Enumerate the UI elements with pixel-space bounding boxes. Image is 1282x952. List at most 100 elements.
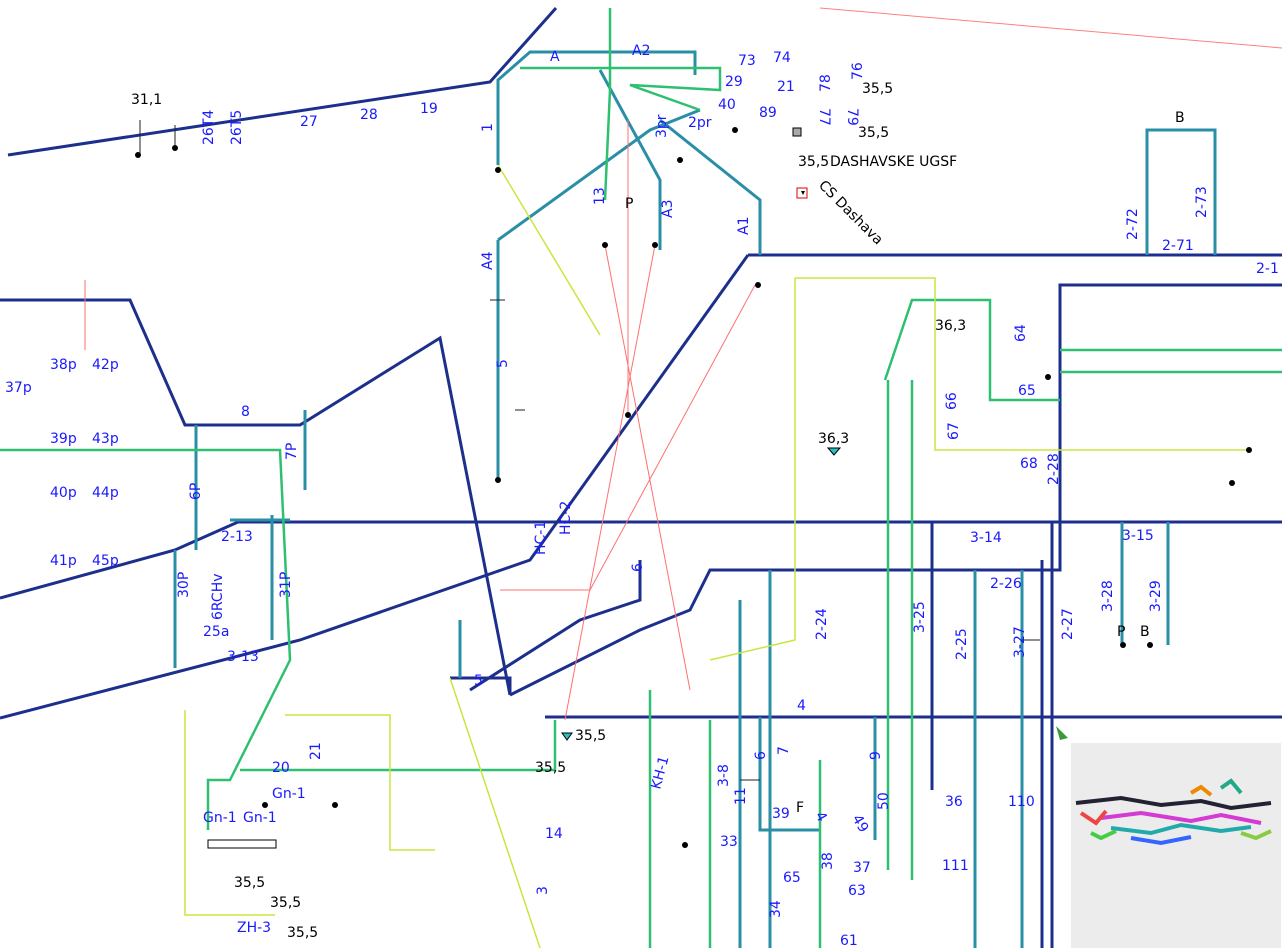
pipe-red-top bbox=[820, 8, 1282, 48]
label-3-25: 3-25 bbox=[912, 601, 928, 633]
label-7: 7 bbox=[776, 746, 792, 755]
label-78: 78 bbox=[818, 74, 834, 92]
label-19: 19 bbox=[420, 101, 438, 117]
label-74: 74 bbox=[773, 50, 791, 66]
label-43p: 43p bbox=[92, 431, 119, 447]
black-labels: 31,1 35,5 35,5 35,5 DASHAVSKE UGSF CS Da… bbox=[131, 81, 1185, 941]
label-73: 73 bbox=[738, 53, 756, 69]
label-38: 38 bbox=[820, 852, 836, 870]
label-2-13: 2-13 bbox=[221, 529, 253, 545]
markers bbox=[208, 128, 1068, 848]
label-31-1: 31,1 bbox=[131, 92, 162, 108]
label-35-5-h: 35,5 bbox=[287, 925, 318, 941]
label-B: B bbox=[1140, 624, 1150, 640]
label-45p: 45p bbox=[92, 553, 119, 569]
label-3-28: 3-28 bbox=[1100, 580, 1116, 612]
label-2-25: 2-25 bbox=[954, 628, 970, 660]
label-6P: 6P bbox=[188, 483, 204, 500]
label-89: 89 bbox=[759, 105, 777, 121]
label-68: 68 bbox=[1020, 456, 1038, 472]
label-35-5-b: 35,5 bbox=[858, 125, 889, 141]
label-37p: 37p bbox=[5, 380, 32, 396]
label-2-72: 2-72 bbox=[1125, 208, 1141, 240]
label-hc1: HC-1 bbox=[533, 521, 549, 555]
label-F: F bbox=[796, 800, 804, 816]
overview-minimap[interactable] bbox=[1071, 743, 1281, 948]
label-8: 8 bbox=[241, 404, 250, 420]
label-2-27: 2-27 bbox=[1060, 608, 1076, 640]
label-gn1-b: Gn-1 bbox=[243, 810, 277, 826]
label-41p: 41p bbox=[50, 553, 77, 569]
label-3-15: 3-15 bbox=[1122, 528, 1154, 544]
label-6rch: 6RCHv bbox=[210, 573, 226, 620]
label-3pr: 3pr bbox=[654, 114, 670, 138]
label-50: 50 bbox=[876, 792, 892, 810]
red-links bbox=[85, 120, 755, 720]
label-33: 33 bbox=[720, 834, 738, 850]
label-37: 37 bbox=[853, 860, 871, 876]
label-65-b: 65 bbox=[783, 870, 801, 886]
label-A1: A1 bbox=[736, 217, 752, 235]
label-44p: 44p bbox=[92, 485, 119, 501]
label-38p: 38p bbox=[50, 357, 77, 373]
compressor-name: CS Dashava bbox=[815, 178, 886, 249]
arrow-icon bbox=[1056, 726, 1068, 740]
label-49: 49 bbox=[849, 812, 872, 835]
label-3-29: 3-29 bbox=[1148, 580, 1164, 612]
label-40p: 40p bbox=[50, 485, 77, 501]
label-31P: 31P bbox=[278, 572, 294, 598]
label-30P: 30P bbox=[176, 572, 192, 598]
label-3-27: 3-27 bbox=[1012, 626, 1028, 658]
label-34: 34 bbox=[768, 900, 784, 918]
label-B-top: B bbox=[1175, 110, 1185, 126]
label-1: 1 bbox=[480, 123, 496, 132]
label-hc2: HC-2 bbox=[558, 501, 574, 535]
label-3-13: 3-13 bbox=[227, 649, 259, 665]
label-2-1: 2-1 bbox=[1256, 261, 1279, 277]
label-14: 14 bbox=[545, 826, 563, 842]
label-5: 5 bbox=[474, 673, 483, 689]
label-36-3-b: 36,3 bbox=[818, 431, 849, 447]
label-27: 27 bbox=[300, 114, 318, 130]
label-76: 76 bbox=[850, 62, 866, 80]
label-36: 36 bbox=[945, 794, 963, 810]
node-dots bbox=[135, 127, 1252, 848]
minimap-graphic bbox=[1071, 743, 1281, 948]
label-21: 21 bbox=[308, 742, 324, 760]
label-3-8: 3-8 bbox=[716, 764, 732, 787]
label-kh1: KH-1 bbox=[648, 754, 672, 791]
label-25a: 25a bbox=[203, 624, 229, 640]
station-name: DASHAVSKE UGSF bbox=[830, 154, 957, 170]
label-3-14: 3-14 bbox=[970, 530, 1002, 546]
label-A2: A2 bbox=[632, 43, 650, 59]
label-A3: A3 bbox=[660, 200, 676, 218]
label-39p: 39p bbox=[50, 431, 77, 447]
label-6b: 6 bbox=[753, 751, 769, 760]
label-111: 111 bbox=[942, 858, 969, 874]
label-26t5: 26T5 bbox=[229, 110, 245, 145]
label-A4: A4 bbox=[480, 251, 496, 270]
label-gn1: Gn-1 bbox=[272, 786, 306, 802]
label-35-5-f: 35,5 bbox=[234, 875, 265, 891]
label-35-5-a: 35,5 bbox=[862, 81, 893, 97]
label-6: 6 bbox=[630, 563, 646, 572]
label-110: 110 bbox=[1008, 794, 1035, 810]
gn1-rect-icon bbox=[208, 840, 276, 848]
label-A: A bbox=[550, 49, 560, 65]
label-2-71: 2-71 bbox=[1162, 238, 1194, 254]
label-21-top: 21 bbox=[777, 79, 795, 95]
label-gn1-a: Gn-1 bbox=[203, 810, 237, 826]
label-67: 67 bbox=[946, 422, 962, 440]
label-P: P bbox=[1117, 624, 1125, 640]
label-29: 29 bbox=[725, 74, 743, 90]
label-26t4: 26T4 bbox=[201, 110, 217, 145]
label-5-vert: 5 bbox=[495, 359, 511, 368]
label-39: 39 bbox=[772, 806, 790, 822]
label-77: 77 bbox=[816, 108, 832, 126]
label-63: 63 bbox=[848, 883, 866, 899]
label-2-26: 2-26 bbox=[990, 576, 1022, 592]
label-zh3: ZH-3 bbox=[237, 920, 271, 936]
label-42p: 42p bbox=[92, 357, 119, 373]
label-2pr: 2pr bbox=[688, 115, 712, 131]
